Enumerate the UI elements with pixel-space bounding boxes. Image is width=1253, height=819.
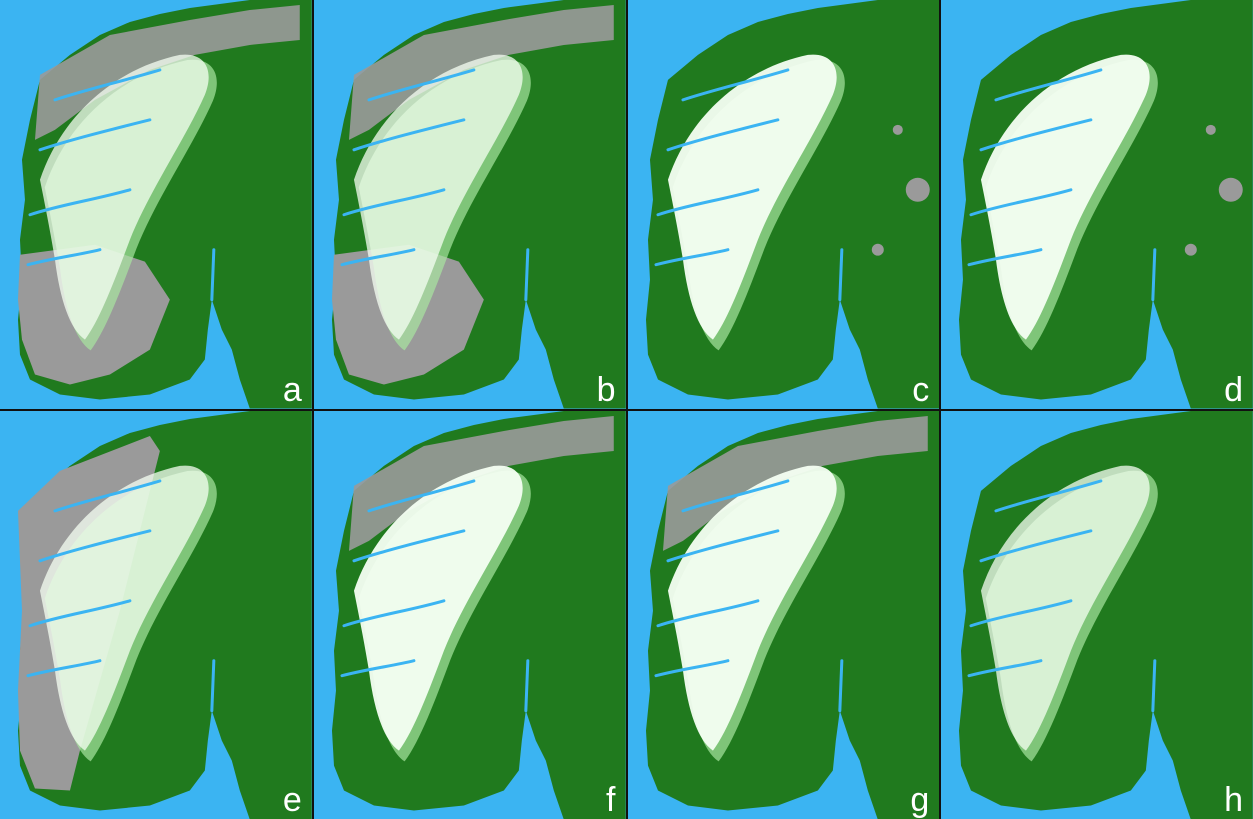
fjord [342,598,446,627]
fjord [367,68,476,102]
fjord [26,248,102,267]
fjord [38,528,152,562]
panel-label: h [1224,781,1243,819]
snow-zone [667,465,837,751]
fjord [837,248,843,302]
fjord [665,118,779,152]
fjord [53,478,162,512]
fjord [655,598,759,627]
fjord [26,658,102,677]
fjord [979,118,1093,152]
map-svg [959,410,1253,819]
snow-zone [981,465,1150,751]
panel-label: c [912,370,930,409]
fjord [969,188,1073,217]
grey-patch [1185,243,1198,256]
snow-zone [39,54,209,340]
panel-label: a [282,370,302,409]
panel-label: f [606,781,616,819]
fjord [967,658,1043,677]
grey-patch [892,124,903,135]
fjord [352,528,466,562]
panel-label: e [282,781,302,819]
map-panel-h: h [941,410,1253,819]
map-svg [645,410,940,819]
fjord [680,478,789,512]
grey-patch [905,177,930,202]
snow-zone [667,54,837,340]
panel-label: g [910,781,930,819]
grey-area-north [662,415,928,551]
map-svg [17,0,312,409]
grey-area-north [348,4,614,140]
panel-label: b [596,370,616,409]
fjord [837,658,843,712]
fjord [1151,658,1157,712]
fjord [1151,248,1157,302]
fjord [524,658,530,712]
fjord [210,248,216,302]
fjord [653,658,729,677]
fjord [28,188,132,217]
snow-zone [39,465,209,751]
fjord [969,598,1073,627]
map-panel-e: e [0,410,312,819]
fjord [653,248,729,267]
fjord [524,248,530,302]
grey-patch [1206,124,1217,135]
map-panel-c: c [627,0,940,409]
map-panel-g: g [627,410,940,819]
fjord [340,658,416,677]
fjord [994,68,1103,102]
fjord [665,528,779,562]
map-panel-f: f [313,410,626,819]
fjord [967,248,1043,267]
fjord [342,188,446,217]
map-svg [17,410,312,819]
snow-zone [353,54,523,340]
snow-zone [353,465,523,751]
fjord [38,118,152,152]
snow-zone [981,54,1150,340]
map-svg [331,0,626,409]
fjord [340,248,416,267]
fjord [655,188,759,217]
fjord [53,68,162,102]
fjord [994,478,1103,512]
map-panel-a: a [0,0,312,409]
map-svg [959,0,1253,409]
grey-patch [871,243,884,256]
fjord [210,658,216,712]
fjord [367,478,476,512]
grey-patch [1219,177,1244,202]
fjord [979,528,1093,562]
fjord [28,598,132,627]
map-svg [331,410,626,819]
panel-label: d [1224,370,1243,409]
map-svg [645,0,940,409]
fjord [680,68,789,102]
map-panel-b: b [313,0,626,409]
grey-area-north [348,415,614,551]
grey-area-north [34,4,300,140]
fjord [352,118,466,152]
map-panel-d: d [941,0,1253,409]
